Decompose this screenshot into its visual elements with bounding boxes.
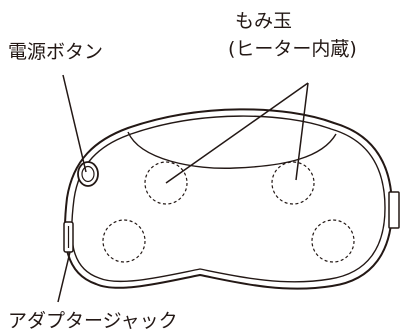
massage-ball-bottom-left	[102, 219, 146, 263]
power-button	[77, 161, 99, 187]
device-outer-outline	[63, 108, 394, 290]
upper-seam	[127, 131, 337, 169]
massage-ball-top-left	[144, 161, 188, 205]
leader-line-adapter-jack	[57, 251, 71, 303]
leader-line-power-button	[62, 74, 87, 173]
massage-balls-label-line1: もみ玉	[235, 10, 292, 32]
strap-tab-right	[388, 191, 400, 229]
massage-ball-bottom-right	[311, 219, 355, 263]
massage-ball-top-right	[271, 161, 315, 205]
adapter-jack-label: アダプタージャック	[8, 310, 178, 332]
leader-line-massage-ball-left	[165, 82, 309, 184]
power-button-inner	[81, 165, 95, 183]
massage-balls-label-line2: (ヒーター内蔵)	[228, 38, 357, 60]
device-inner-outline	[70, 115, 386, 283]
leader-line-massage-ball-right	[295, 82, 309, 181]
power-button-label: 電源ボタン	[8, 41, 103, 63]
